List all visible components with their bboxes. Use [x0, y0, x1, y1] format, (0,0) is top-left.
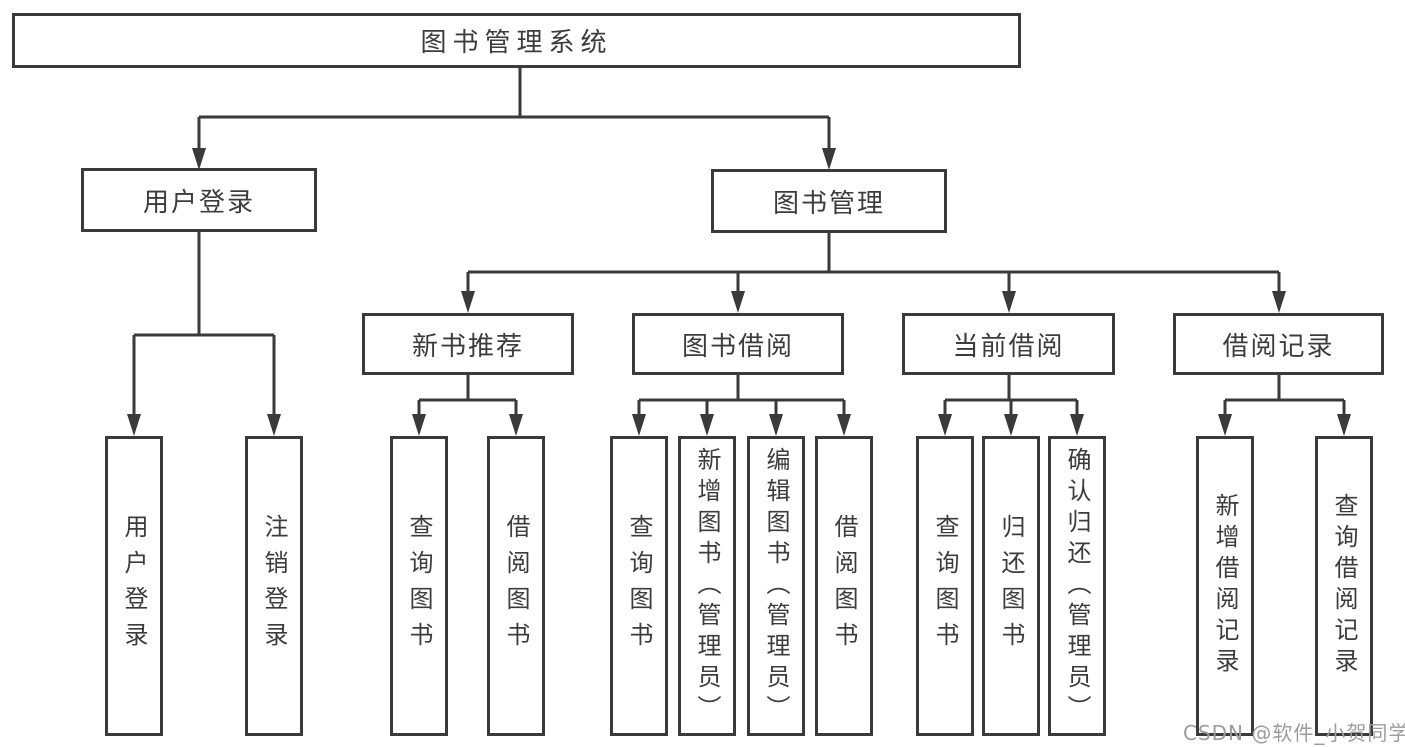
leaf-query-books-borrow: 查询图书 — [610, 436, 668, 736]
leaf-borrow-books-recommend: 借阅图书 — [487, 436, 545, 736]
leaf-label: 查询图书 — [405, 514, 433, 658]
leaf-borrow-books: 借阅图书 — [815, 436, 873, 736]
leaf-label: 编辑图书（管理员） — [762, 446, 790, 726]
leaf-confirm-return-admin: 确认归还（管理员） — [1048, 436, 1106, 736]
node-book-management: 图书管理 — [711, 169, 947, 233]
leaf-add-book-admin: 新增图书（管理员） — [678, 436, 736, 736]
leaf-label: 新增借阅记录 — [1211, 493, 1239, 679]
leaf-add-borrow-record: 新增借阅记录 — [1196, 436, 1254, 736]
node-label: 借阅记录 — [1222, 331, 1335, 362]
node-label: 当前借阅 — [952, 331, 1065, 362]
leaf-label: 注销登录 — [260, 514, 288, 658]
node-library-management-system: 图书管理系统 — [12, 13, 1021, 68]
leaf-label: 确认归还（管理员） — [1063, 446, 1091, 726]
leaf-return-book: 归还图书 — [982, 436, 1040, 736]
leaf-label: 查询借阅记录 — [1330, 493, 1358, 679]
leaf-query-books-recommend: 查询图书 — [390, 436, 448, 736]
node-borrowing-records: 借阅记录 — [1173, 313, 1384, 375]
leaf-label: 借阅图书 — [830, 514, 858, 658]
leaf-edit-book-admin: 编辑图书（管理员） — [747, 436, 805, 736]
leaf-label: 用户登录 — [120, 514, 148, 658]
leaf-query-borrow-record: 查询借阅记录 — [1315, 436, 1373, 736]
csdn-watermark: CSDN @软件_小贺同学 — [1183, 721, 1405, 745]
leaf-user-login: 用户登录 — [105, 436, 163, 736]
node-label: 新书推荐 — [411, 331, 524, 362]
node-user-login: 用户登录 — [81, 168, 317, 232]
leaf-label: 新增图书（管理员） — [693, 446, 721, 726]
leaf-query-books-current: 查询图书 — [916, 436, 974, 736]
node-book-borrowing: 图书借阅 — [632, 313, 844, 375]
node-label: 图书借阅 — [681, 331, 794, 362]
node-current-borrowing: 当前借阅 — [902, 313, 1115, 375]
leaf-label: 借阅图书 — [502, 514, 530, 658]
leaf-label: 查询图书 — [625, 514, 653, 658]
leaf-label: 查询图书 — [931, 514, 959, 658]
node-label: 图书管理系统 — [420, 28, 613, 58]
leaf-label: 归还图书 — [997, 514, 1025, 658]
node-new-book-recommend: 新书推荐 — [362, 313, 574, 375]
node-label: 图书管理 — [772, 188, 885, 219]
leaf-logout: 注销登录 — [245, 436, 303, 736]
node-label: 用户登录 — [142, 187, 255, 218]
